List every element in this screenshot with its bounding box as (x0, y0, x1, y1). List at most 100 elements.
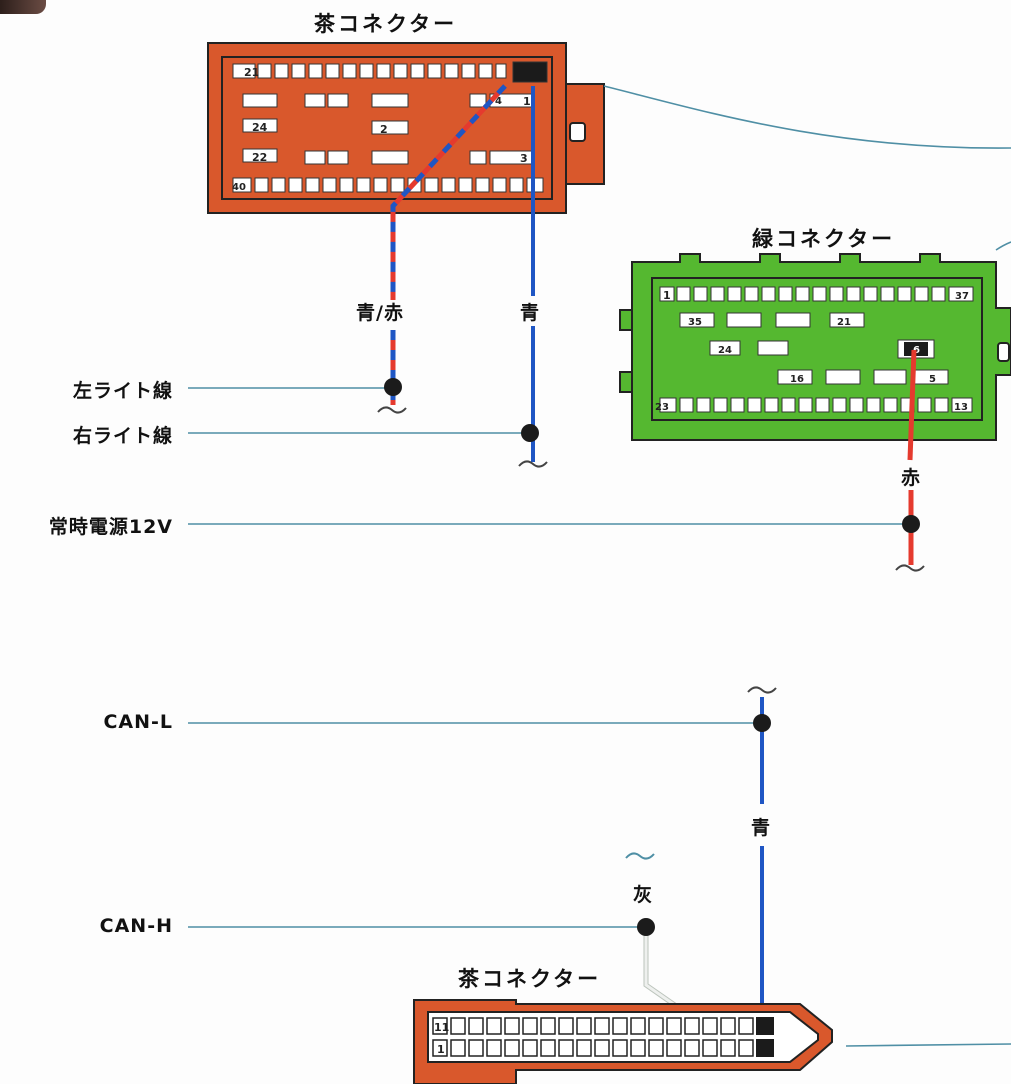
pin (468, 1017, 484, 1035)
pin (432, 1039, 448, 1057)
wire-cut-mark (625, 852, 655, 860)
pin (781, 397, 796, 413)
pin-number: 21 (837, 317, 851, 328)
wire-label-gray: 灰 (633, 884, 654, 906)
pin-number: 40 (232, 182, 246, 193)
pin (376, 63, 391, 79)
pin (522, 1039, 538, 1057)
pin-number: 22 (252, 151, 267, 164)
splice-point (637, 918, 655, 936)
pin-number: 1 (663, 289, 671, 302)
pin (612, 1017, 628, 1035)
pin (390, 177, 405, 193)
splice-point (753, 714, 771, 732)
pin (815, 397, 830, 413)
pin (612, 1039, 628, 1057)
pin (659, 286, 675, 302)
splice-point (902, 515, 920, 533)
pin (242, 118, 278, 133)
connector-side-tab (619, 309, 633, 331)
pin-number: 5 (929, 374, 936, 385)
pin (720, 1039, 736, 1057)
pin (308, 63, 323, 79)
pin (469, 150, 487, 165)
pin (242, 148, 278, 163)
wire-label-blue-red: 青/赤 (356, 302, 404, 324)
pin (778, 286, 793, 302)
pin (486, 1039, 502, 1057)
pin (410, 63, 425, 79)
pin (291, 63, 306, 79)
pin-occupied (512, 61, 548, 83)
pin (558, 1017, 574, 1035)
pin (846, 286, 861, 302)
pin (492, 177, 507, 193)
pin (469, 93, 487, 108)
pin-number: 16 (790, 374, 804, 385)
pin (305, 177, 320, 193)
wire-cut-mark (518, 460, 548, 468)
pin (257, 63, 272, 79)
pin (522, 1017, 538, 1035)
pin (504, 1017, 520, 1035)
connector-side-tab (619, 371, 633, 393)
pin (325, 63, 340, 79)
pin (254, 177, 269, 193)
pin-occupied (756, 1017, 774, 1035)
pin (594, 1039, 610, 1057)
pin (863, 286, 878, 302)
pin (934, 397, 949, 413)
pin-occupied (756, 1039, 774, 1057)
pin (475, 177, 490, 193)
pin (304, 93, 326, 108)
pin (342, 63, 357, 79)
pin (509, 177, 524, 193)
pin (702, 1039, 718, 1057)
pin (432, 1017, 448, 1035)
connector-inner-frame (221, 56, 553, 200)
pin-number: 1 (437, 1043, 445, 1056)
pin (948, 286, 974, 302)
pin (274, 63, 289, 79)
pin (461, 63, 476, 79)
pin (761, 286, 776, 302)
brown-connector-bottom: 11 1 (413, 999, 833, 1084)
pin (504, 1039, 520, 1057)
pin (371, 93, 409, 108)
pin-number: 35 (688, 317, 702, 328)
pin (444, 63, 459, 79)
pin (917, 397, 932, 413)
pin (880, 286, 895, 302)
pin (288, 177, 303, 193)
pin (829, 286, 844, 302)
brown-connector-bottom-title: 茶コネクター (458, 967, 602, 991)
harness-line (995, 241, 1011, 251)
pin (648, 1017, 664, 1035)
pin (594, 1017, 610, 1035)
pin (679, 312, 715, 328)
harness-line (603, 85, 1011, 149)
pin-number: 13 (954, 402, 968, 413)
pin (659, 397, 677, 413)
signal-label-can-h: CAN-H (99, 915, 173, 937)
splice-point (521, 424, 539, 442)
green-connector: 1 37 35 21 24 6 16 5 23 13 (619, 253, 1011, 441)
pin (666, 1017, 682, 1035)
pin (832, 397, 847, 413)
pin (441, 177, 456, 193)
pin (540, 1017, 556, 1035)
pin-number: 24 (252, 121, 268, 134)
wire-red (907, 349, 917, 461)
brown-connector-top: 21 1 24 2 22 3 40 4 (207, 42, 605, 214)
pin-number: 4 (495, 96, 502, 107)
pin (727, 286, 742, 302)
pin (322, 177, 337, 193)
pin (825, 369, 861, 385)
pin (914, 286, 929, 302)
pin (829, 312, 865, 328)
pin (883, 397, 898, 413)
pin (873, 369, 907, 385)
harness-line (845, 1043, 1011, 1047)
pin (713, 397, 728, 413)
pin (777, 369, 813, 385)
